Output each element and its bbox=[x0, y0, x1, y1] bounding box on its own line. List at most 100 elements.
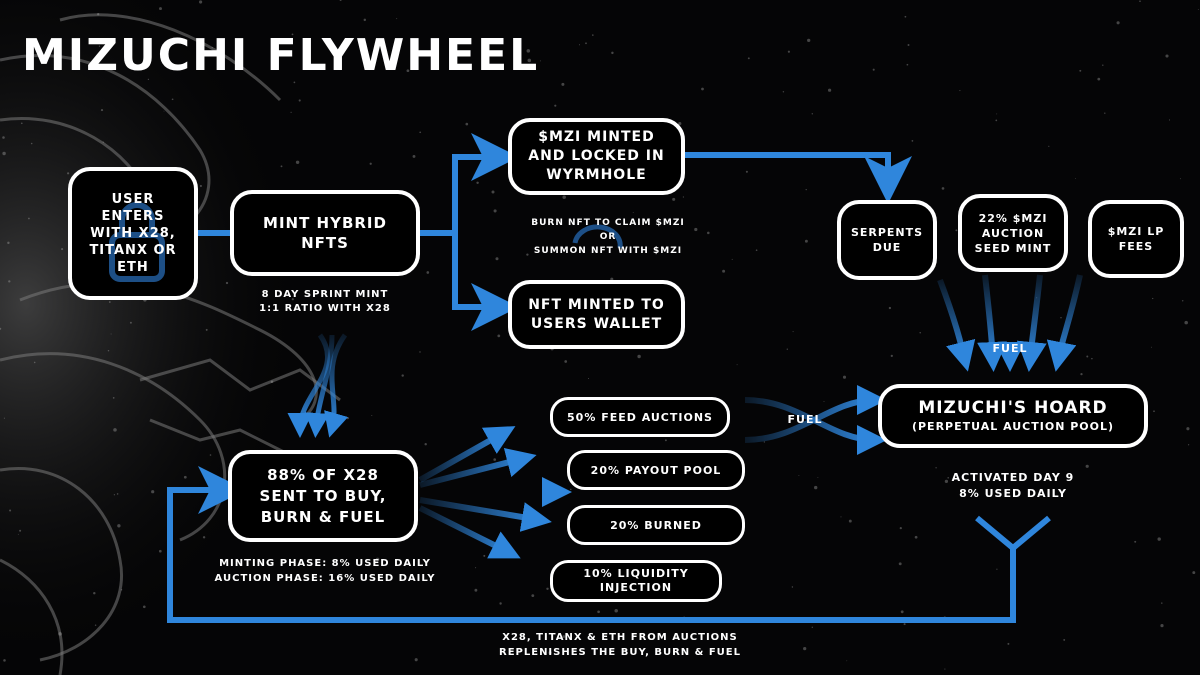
user-enters-label: USER ENTERS WITH X28, TITANX OR ETH bbox=[89, 192, 177, 275]
speckle-dot bbox=[151, 490, 155, 494]
speckle-dot bbox=[904, 15, 907, 18]
fuel-mid-label: FUEL bbox=[787, 413, 823, 426]
burned-box: 20% BURNED bbox=[567, 505, 745, 545]
speckle-dot bbox=[872, 68, 875, 71]
speckle-dot bbox=[610, 277, 614, 281]
speckle-dot bbox=[694, 227, 698, 232]
speckle-dot bbox=[94, 624, 97, 626]
speckle-dot bbox=[33, 361, 36, 364]
speckle-dot bbox=[941, 187, 945, 190]
activated-note: ACTIVATED DAY 9 8% USED DAILY bbox=[951, 471, 1075, 500]
speckle-dot bbox=[614, 609, 618, 613]
speckle-dot bbox=[531, 594, 535, 598]
speckle-dot bbox=[786, 348, 788, 350]
speckle-dot bbox=[1160, 624, 1164, 628]
speckle-dot bbox=[28, 217, 30, 220]
speckle-dot bbox=[1184, 320, 1188, 325]
speckle-dot bbox=[562, 635, 566, 638]
speckle-dot bbox=[3, 417, 5, 419]
arrow-feedback-loop bbox=[167, 466, 1051, 623]
speckle-dot bbox=[814, 485, 818, 490]
arrow-mzi-to-serpents bbox=[683, 152, 912, 204]
speckle-dot bbox=[935, 467, 937, 469]
speckle-dot bbox=[475, 567, 477, 569]
speckle-dot bbox=[406, 69, 410, 73]
feed-auctions-label: 50% FEED AUCTIONS bbox=[567, 410, 713, 424]
speckle-dot bbox=[483, 554, 486, 557]
payout-pool-box: 20% PAYOUT POOL bbox=[567, 450, 745, 490]
speckle-dot bbox=[495, 257, 499, 261]
speckle-dot bbox=[707, 231, 710, 235]
speckle-dot bbox=[637, 354, 641, 359]
speckle-dot bbox=[363, 18, 367, 22]
speckle-dot bbox=[611, 51, 614, 55]
speckle-dot bbox=[632, 212, 634, 214]
speckle-dot bbox=[763, 441, 766, 443]
speckle-dot bbox=[426, 271, 430, 274]
speckle-dot bbox=[755, 249, 758, 252]
speckle-dot bbox=[476, 181, 479, 185]
speckle-dot bbox=[701, 87, 704, 91]
speckle-dot bbox=[848, 519, 852, 523]
speckle-dot bbox=[907, 44, 910, 46]
speckle-dot bbox=[747, 57, 750, 60]
speckle-dot bbox=[142, 605, 146, 609]
speckle-dot bbox=[585, 42, 587, 45]
arrows-sprint-down bbox=[287, 333, 349, 438]
speckle-dot bbox=[2, 151, 6, 156]
speckle-dot bbox=[159, 7, 162, 11]
speckle-dot bbox=[474, 588, 478, 592]
phases-note: MINTING PHASE: 8% USED DAILY AUCTION PHA… bbox=[214, 558, 436, 584]
sprint-mint-note: 8 DAY SPRINT MINT 1:1 RATIO WITH X28 bbox=[259, 289, 391, 314]
speckle-dot bbox=[1134, 540, 1137, 543]
speckle-dot bbox=[527, 58, 532, 63]
speckle-dot bbox=[202, 536, 206, 539]
speckle-dot bbox=[291, 298, 294, 301]
speckle-dot bbox=[914, 535, 918, 539]
liquidity-label: 10% LIQUIDITY INJECTION bbox=[583, 567, 689, 594]
speckle-dot bbox=[290, 111, 292, 113]
nft-minted-label: NFT MINTED TO USERS WALLET bbox=[528, 296, 665, 332]
speckle-dot bbox=[9, 509, 12, 512]
speckle-dot bbox=[811, 626, 813, 628]
speckle-dot bbox=[396, 18, 398, 20]
speckle-dot bbox=[110, 333, 112, 335]
speckle-dot bbox=[1192, 571, 1196, 575]
speckle-dot bbox=[129, 321, 132, 324]
page-title: MIZUCHI FLYWHEEL bbox=[22, 30, 540, 81]
speckle-dot bbox=[736, 364, 738, 366]
speckle-dot bbox=[955, 229, 958, 232]
speckle-dot bbox=[888, 306, 892, 310]
speckle-dot bbox=[561, 82, 565, 86]
speckle-dot bbox=[339, 0, 342, 2]
speckle-dot bbox=[1153, 410, 1155, 413]
hoard-box: MIZUCHI'S HOARD (PERPETUAL AUCTION POOL) bbox=[878, 384, 1148, 448]
speckle-dot bbox=[491, 190, 495, 194]
speckle-dot bbox=[371, 415, 373, 416]
speckle-dot bbox=[1091, 357, 1093, 360]
speckle-dot bbox=[107, 349, 110, 352]
speckle-dot bbox=[429, 50, 433, 54]
speckle-dot bbox=[996, 568, 998, 570]
speckle-dot bbox=[19, 529, 22, 532]
speckle-dot bbox=[58, 632, 62, 636]
speckle-dot bbox=[293, 81, 296, 84]
speckle-dot bbox=[20, 122, 23, 125]
speckle-dot bbox=[1181, 300, 1184, 302]
speckle-dot bbox=[112, 397, 115, 399]
speckle-dot bbox=[1080, 372, 1083, 376]
speckle-dot bbox=[807, 38, 811, 43]
speckle-dot bbox=[8, 280, 11, 283]
lock-icon bbox=[109, 202, 165, 282]
speckle-dot bbox=[465, 122, 469, 126]
speckle-dot bbox=[587, 377, 590, 380]
speckle-dot bbox=[655, 222, 658, 224]
mzi-minted-box: $MZI MINTED AND LOCKED IN WYRMHOLE bbox=[508, 118, 685, 195]
lp-fees-label: $MZI LP FEES bbox=[1107, 225, 1165, 253]
speckle-dot bbox=[1152, 297, 1154, 300]
speckle-dot bbox=[906, 63, 909, 66]
arrow-mint-split bbox=[418, 133, 519, 331]
mint-hybrid-label: MINT HYBRID NFTS bbox=[263, 214, 387, 252]
